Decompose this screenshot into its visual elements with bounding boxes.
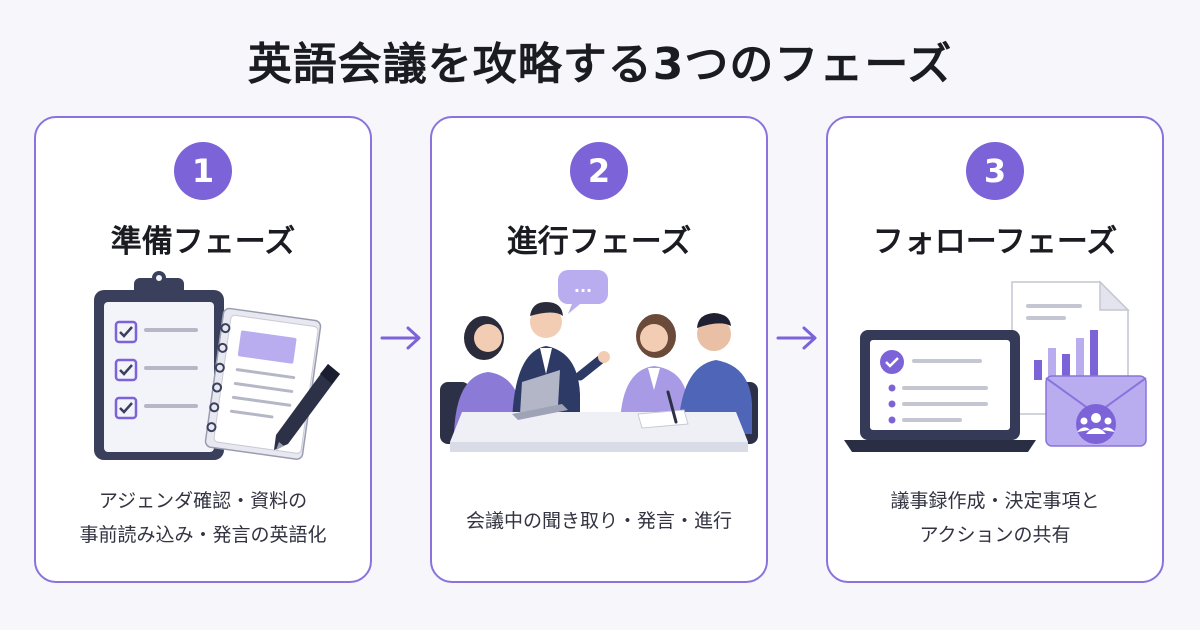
phase-description-line: アクションの共有 [919,524,1071,546]
page-title: 英語会議を攻略する3つのフェーズ [247,39,953,90]
laptop-icon [512,370,568,420]
arrow-right-icon [776,326,817,350]
arrow-right-icon [380,326,421,350]
phase-card-preparation: 1 準備フェーズ [34,116,372,583]
checkbox-icon [114,396,138,420]
phase-number-badge: 2 [570,142,628,200]
person-icon [620,314,688,424]
phase-number-badge: 3 [966,142,1024,200]
clipboard-notebook-pen-illustration [94,271,340,460]
phase-card-progress: 2 進行フェーズ ... [430,116,768,583]
check-circle-icon [880,350,904,374]
phase-card-follow: 3 フォローフェーズ [826,116,1164,583]
laptop-report-mail-illustration [844,280,1147,452]
group-users-icon [1076,404,1116,444]
phase-title: 進行フェーズ [506,224,692,260]
phase-title: 準備フェーズ [110,224,296,260]
phase-description-line: 会議中の聞き取り・発言・進行 [465,510,732,532]
checkbox-icon [114,320,138,344]
envelope-icon [1045,375,1147,447]
speech-bubble-text: ... [574,277,592,296]
speech-bubble-icon: ... [558,270,608,314]
phase-description-line: 議事録作成・決定事項と [890,490,1100,512]
pen-icon [274,364,340,450]
phase-number-badge: 1 [174,142,232,200]
meeting-people-illustration: ... [440,270,758,452]
phase-title: フォローフェーズ [872,224,1118,260]
laptop-icon [844,330,1036,452]
phase-description-line: アジェンダ確認・資料の [98,490,308,512]
phase-description-line: 事前読み込み・発言の英語化 [79,524,327,546]
notebook-icon [204,307,322,460]
checkbox-icon [114,358,138,382]
